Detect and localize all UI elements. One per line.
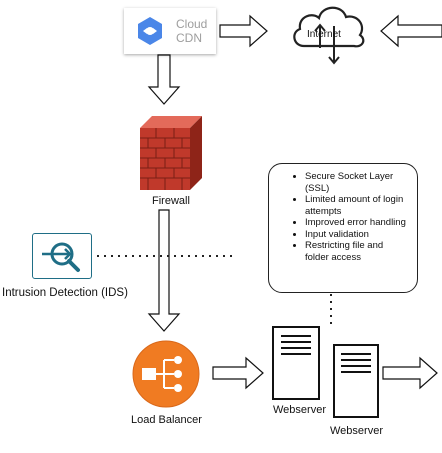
cloud-cdn-line1: Cloud [176, 17, 208, 31]
firewall-label: Firewall [152, 195, 190, 207]
note-item: Limited amount of login attempts [305, 194, 409, 217]
webserver-label-1: Webserver [273, 404, 326, 416]
cloud-updown-icon [293, 6, 365, 65]
note-item: Restricting file and folder access [305, 240, 409, 263]
note-item: Secure Socket Layer (SSL) [305, 171, 409, 194]
brick-wall-icon [140, 116, 202, 190]
server-icon [333, 344, 379, 418]
magnifier-arrow-icon [42, 242, 80, 272]
security-notes-box: Secure Socket Layer (SSL) Limited amount… [268, 163, 418, 293]
arrow-webserver-out [382, 356, 438, 390]
arrow-cdn-to-internet [219, 14, 268, 48]
arrow-lb-to-webserver [212, 356, 264, 390]
cloud-cdn-line2: CDN [176, 31, 202, 45]
ids-label: Intrusion Detection (IDS) [2, 287, 128, 299]
arrow-cdn-to-firewall [147, 54, 181, 105]
google-cloud-cdn-icon [138, 17, 162, 45]
load-balancer-icon [132, 340, 200, 408]
cloud-cdn-label: Cloud CDN [176, 17, 207, 45]
security-notes-list: Secure Socket Layer (SSL) Limited amount… [269, 164, 417, 263]
server-icon [272, 326, 320, 400]
note-item: Improved error handling [305, 217, 409, 229]
note-item: Input validation [305, 229, 409, 241]
load-balancer-label: Load Balancer [131, 414, 202, 426]
internet-label: Internet [307, 29, 341, 40]
arrow-firewall-to-lb [147, 209, 181, 332]
ids-box [32, 233, 92, 279]
arrow-into-internet [380, 14, 442, 48]
webserver-label-2: Webserver [330, 425, 383, 437]
